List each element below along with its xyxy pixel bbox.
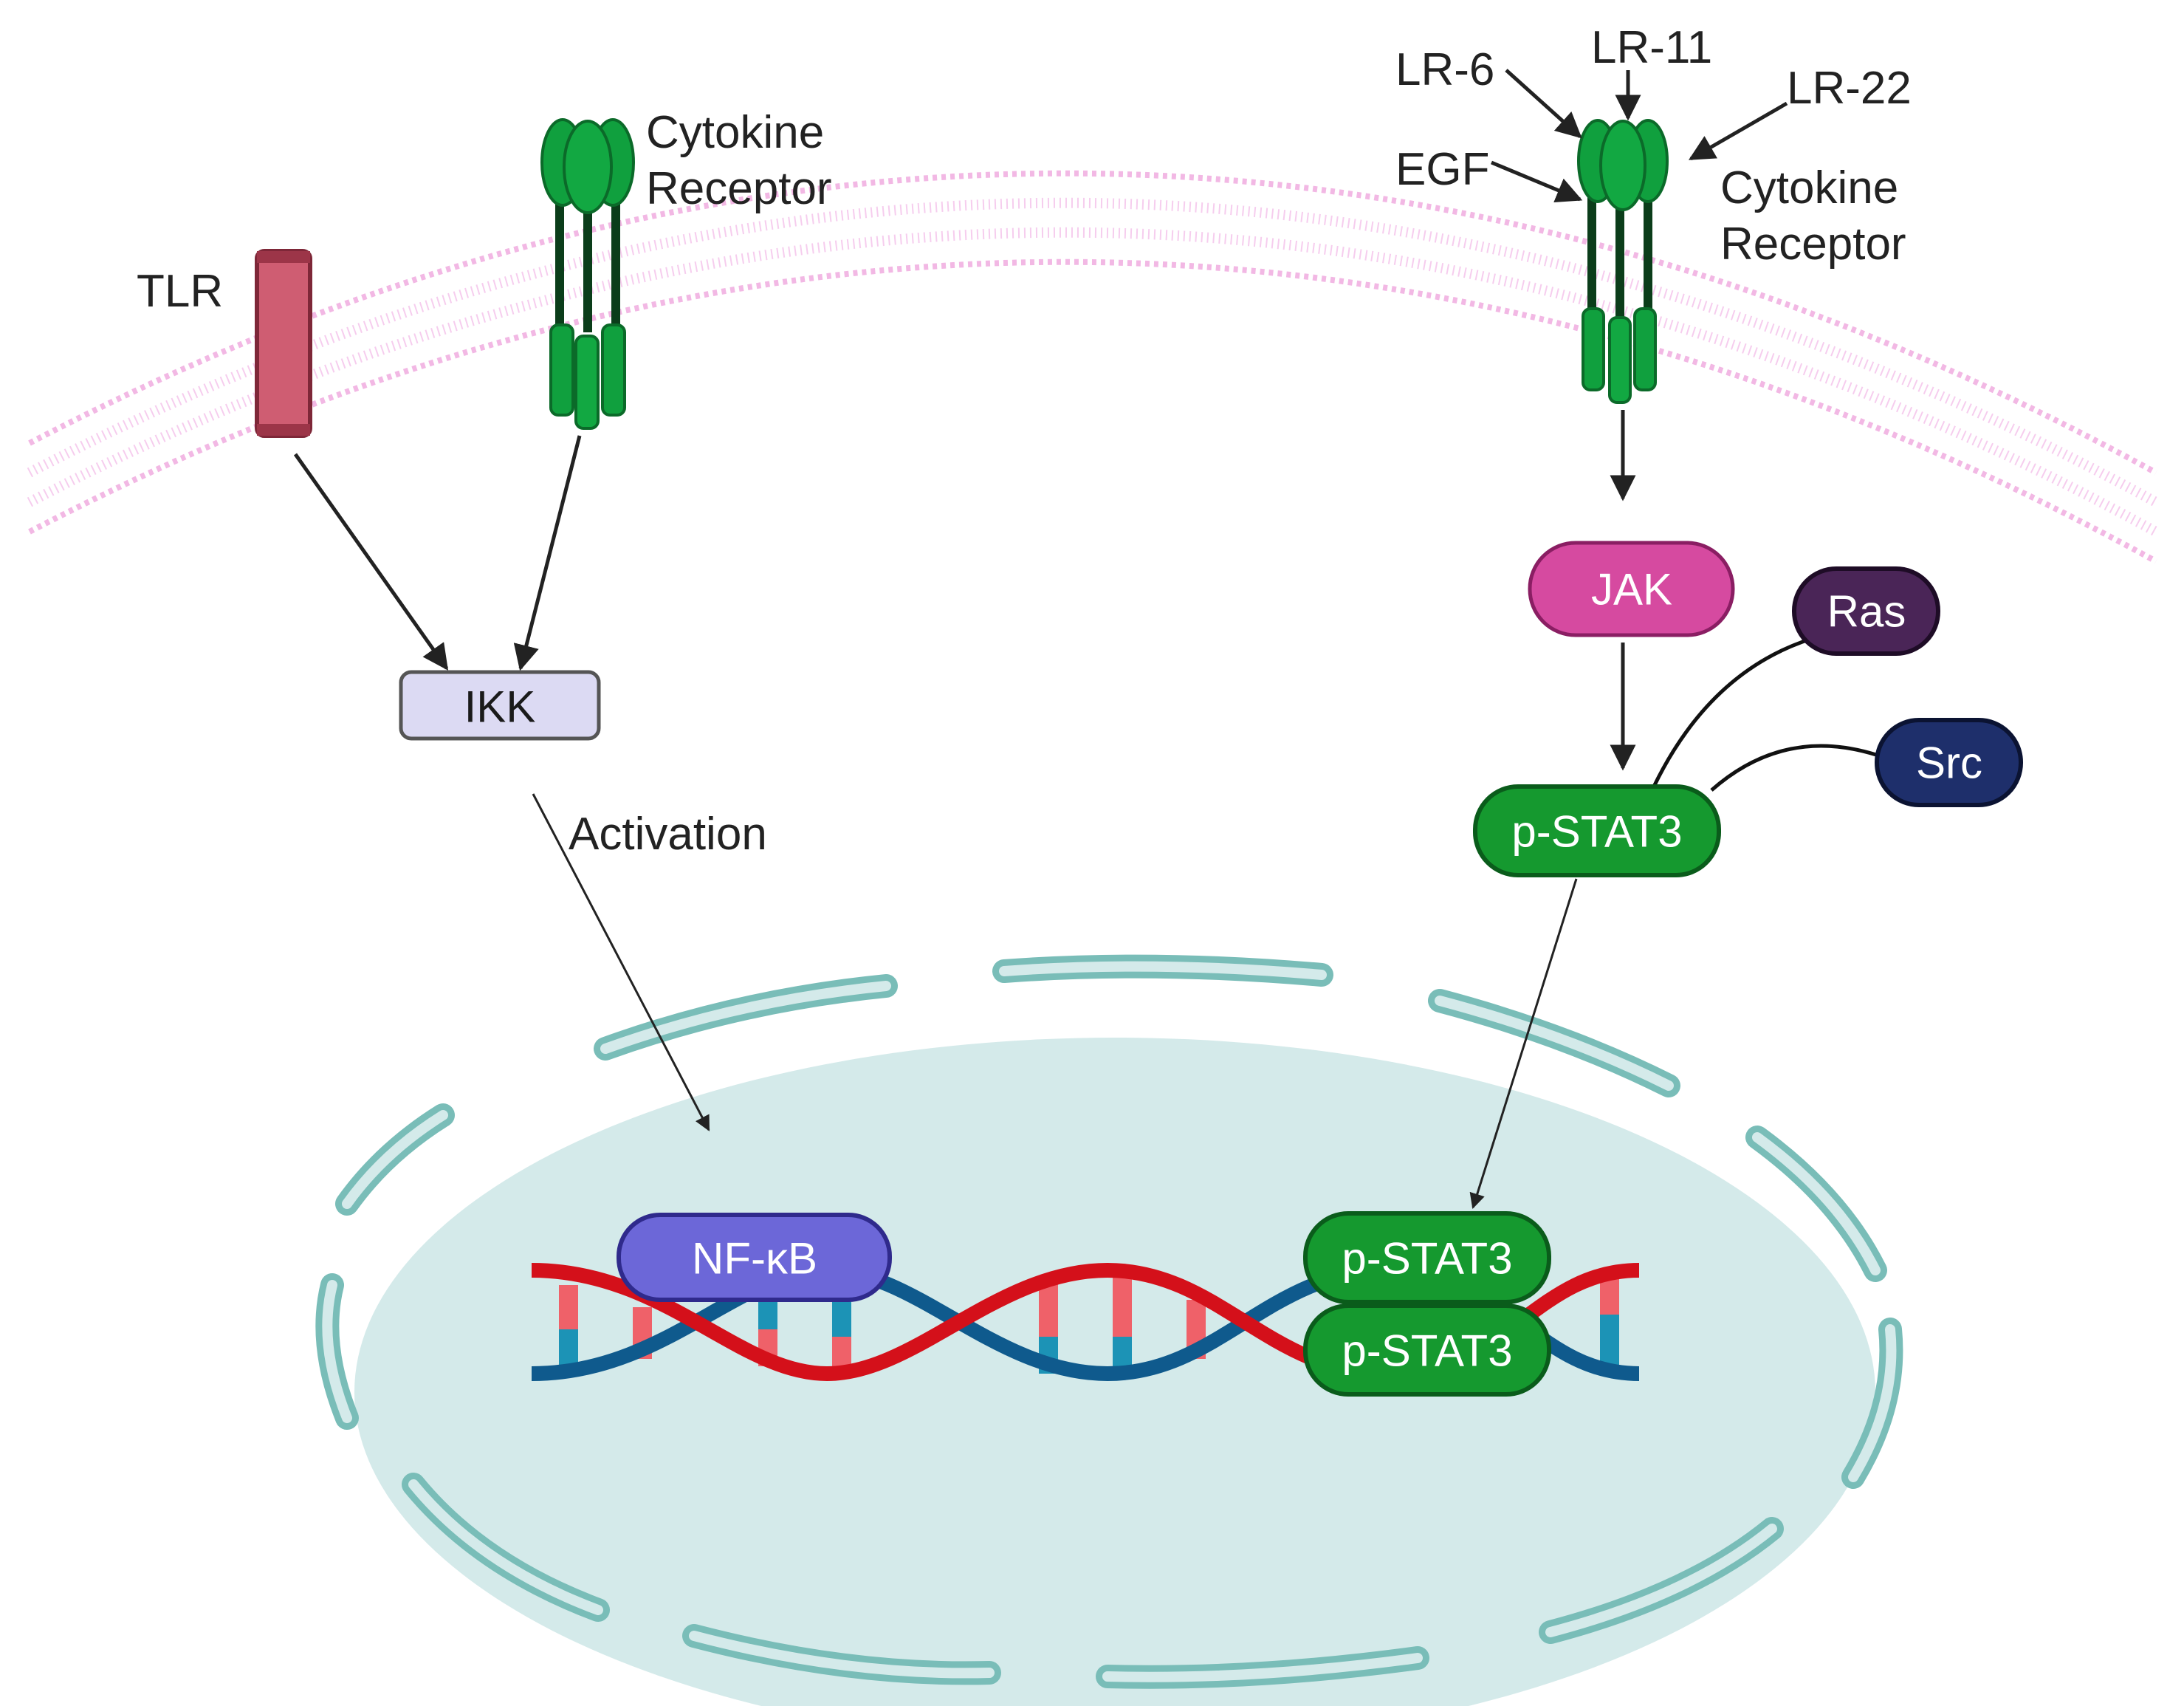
lr6-label: LR-6 [1395,44,1494,95]
cell-membrane [27,170,2159,564]
lr11-label: LR-11 [1591,22,1712,73]
pstat3-dimer: p-STAT3 p-STAT3 [1303,1211,1551,1397]
pathway-arrows [293,410,1636,1210]
jak-label: JAK [1591,565,1672,614]
ligand-arrows [1491,69,1788,203]
cytokine-receptor-right [1577,119,1669,404]
ras-label: Ras [1827,587,1906,637]
tlr-label: TLR [137,266,223,317]
ikk-node: IKK [399,670,601,741]
pstat3-cytoplasm-node: p-STAT3 [1473,784,1721,877]
src-node: Src [1875,718,2023,807]
jak-node: JAK [1528,541,1735,637]
src-label: Src [1916,739,1982,788]
tlr-receptor [255,249,312,438]
pstat3-dna-bottom-label: p-STAT3 [1342,1326,1512,1376]
ras-src-connectors [1652,633,1883,792]
nfkb-node: NF-κB [617,1213,892,1302]
nfkb-label: NF-κB [692,1234,817,1284]
pstat3-cytoplasm-label: p-STAT3 [1511,807,1682,857]
lr22-label: LR-22 [1787,63,1912,114]
pstat3-dna-top-label: p-STAT3 [1342,1234,1512,1284]
ras-node: Ras [1792,566,1940,656]
cytokine-receptor-right-label: Cytokine Receptor [1720,162,1911,270]
ikk-label: IKK [464,682,536,732]
activation-label: Activation [569,809,767,860]
cytokine-receptor-left [540,118,635,430]
egf-label: EGF [1395,144,1489,195]
cytokine-receptor-left-label: Cytokine Receptor [646,107,837,214]
